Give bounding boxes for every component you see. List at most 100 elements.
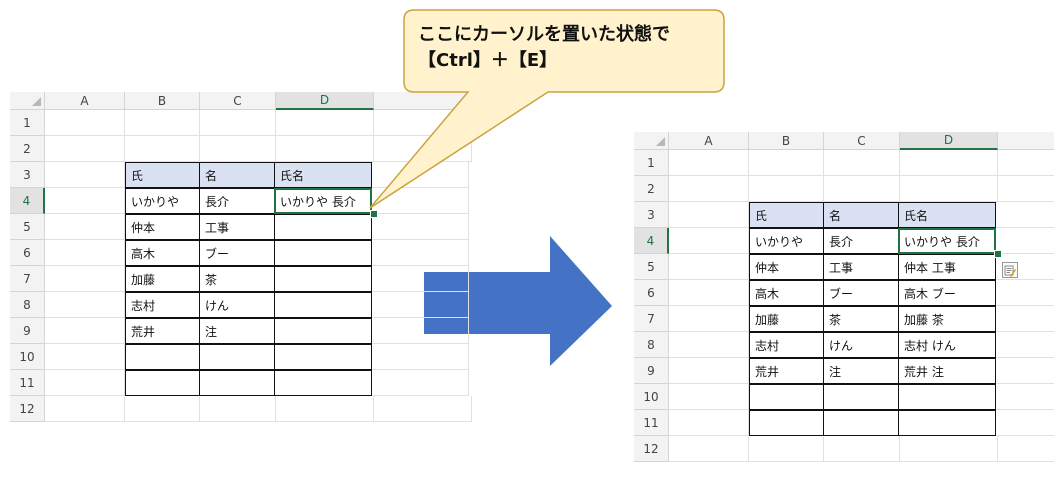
- row-header-2[interactable]: 2: [634, 176, 669, 202]
- cell-e4[interactable]: [995, 228, 1054, 254]
- cell-e3[interactable]: [371, 162, 469, 188]
- row-header-1[interactable]: 1: [634, 150, 669, 176]
- row-header-8[interactable]: 8: [10, 292, 45, 318]
- cell-b8[interactable]: 志村: [749, 332, 824, 358]
- cell-a4[interactable]: [669, 228, 749, 254]
- column-header-d[interactable]: D: [900, 132, 998, 150]
- row-header-1[interactable]: 1: [10, 110, 45, 136]
- cell-a5[interactable]: [45, 214, 125, 240]
- cell-e7[interactable]: [371, 266, 469, 292]
- cell-d9[interactable]: [274, 318, 372, 344]
- cell-a11[interactable]: [45, 370, 125, 396]
- cell-a7[interactable]: [45, 266, 125, 292]
- row-header-10[interactable]: 10: [10, 344, 45, 370]
- cell-b10[interactable]: [125, 344, 200, 370]
- cell-c11[interactable]: [823, 410, 899, 436]
- cell-c4[interactable]: 長介: [823, 228, 899, 254]
- row-header-3[interactable]: 3: [634, 202, 669, 228]
- cell-b6[interactable]: 高木: [749, 280, 824, 306]
- cell-a6[interactable]: [45, 240, 125, 266]
- column-header-c[interactable]: C: [200, 92, 276, 110]
- cell-c5[interactable]: 工事: [823, 254, 899, 280]
- cell-d8[interactable]: [274, 292, 372, 318]
- cell-b1[interactable]: [749, 150, 824, 176]
- active-cell-d4[interactable]: いかりや 長介: [898, 228, 996, 254]
- row-header-9[interactable]: 9: [10, 318, 45, 344]
- cell-e1[interactable]: [374, 110, 472, 136]
- cell-e8[interactable]: [371, 292, 469, 318]
- cell-c10[interactable]: [199, 344, 275, 370]
- cell-d1[interactable]: [276, 110, 374, 136]
- column-header-b[interactable]: B: [125, 92, 200, 110]
- cell-e5[interactable]: [995, 254, 1054, 280]
- cell-c1[interactable]: [824, 150, 900, 176]
- cell-d7[interactable]: 加藤 茶: [898, 306, 996, 332]
- fill-handle[interactable]: [994, 250, 1002, 258]
- cell-d12[interactable]: [276, 396, 374, 422]
- cell-e11[interactable]: [371, 370, 469, 396]
- cell-a5[interactable]: [669, 254, 749, 280]
- cell-a10[interactable]: [669, 384, 749, 410]
- cell-d2[interactable]: [276, 136, 374, 162]
- cell-b11[interactable]: [125, 370, 200, 396]
- cell-c12[interactable]: [200, 396, 276, 422]
- cell-b4[interactable]: いかりや: [749, 228, 824, 254]
- column-header-a[interactable]: A: [669, 132, 749, 150]
- cell-d10[interactable]: [898, 384, 996, 410]
- cell-a6[interactable]: [669, 280, 749, 306]
- row-header-8[interactable]: 8: [634, 332, 669, 358]
- cell-e6[interactable]: [371, 240, 469, 266]
- cell-a1[interactable]: [45, 110, 125, 136]
- row-header-5[interactable]: 5: [634, 254, 669, 280]
- cell-a9[interactable]: [45, 318, 125, 344]
- cell-e4[interactable]: [371, 188, 469, 214]
- cell-d8[interactable]: 志村 けん: [898, 332, 996, 358]
- cell-e6[interactable]: [995, 280, 1054, 306]
- row-header-7[interactable]: 7: [10, 266, 45, 292]
- cell-d2[interactable]: [900, 176, 998, 202]
- cell-b9[interactable]: 荒井: [125, 318, 200, 344]
- cell-b7[interactable]: 加藤: [125, 266, 200, 292]
- cell-a3[interactable]: [669, 202, 749, 228]
- cell-c11[interactable]: [199, 370, 275, 396]
- cell-b6[interactable]: 高木: [125, 240, 200, 266]
- active-cell-d4[interactable]: いかりや 長介: [274, 188, 372, 214]
- row-header-4[interactable]: 4: [634, 228, 669, 254]
- cell-d9[interactable]: 荒井 注: [898, 358, 996, 384]
- cell-c2[interactable]: [200, 136, 276, 162]
- cell-e8[interactable]: [995, 332, 1054, 358]
- cell-b10[interactable]: [749, 384, 824, 410]
- cell-b5[interactable]: 仲本: [125, 214, 200, 240]
- cell-c6[interactable]: ブー: [823, 280, 899, 306]
- cell-b12[interactable]: [125, 396, 200, 422]
- cell-b2[interactable]: [749, 176, 824, 202]
- row-header-10[interactable]: 10: [634, 384, 669, 410]
- cell-c9[interactable]: 注: [199, 318, 275, 344]
- cell-a12[interactable]: [669, 436, 749, 462]
- flash-fill-options-icon[interactable]: [1002, 262, 1018, 278]
- cell-a9[interactable]: [669, 358, 749, 384]
- cell-d6[interactable]: 高木 ブー: [898, 280, 996, 306]
- cell-d12[interactable]: [900, 436, 998, 462]
- cell-a2[interactable]: [669, 176, 749, 202]
- row-header-12[interactable]: 12: [10, 396, 45, 422]
- cell-c5[interactable]: 工事: [199, 214, 275, 240]
- cell-c3[interactable]: 名: [823, 202, 899, 228]
- cell-a10[interactable]: [45, 344, 125, 370]
- cell-e7[interactable]: [995, 306, 1054, 332]
- cell-d10[interactable]: [274, 344, 372, 370]
- column-header-b[interactable]: B: [749, 132, 824, 150]
- column-header-c[interactable]: C: [824, 132, 900, 150]
- cell-d3[interactable]: 氏名: [898, 202, 996, 228]
- cell-e2[interactable]: [374, 136, 472, 162]
- cell-d6[interactable]: [274, 240, 372, 266]
- cell-e9[interactable]: [995, 358, 1054, 384]
- select-all-corner[interactable]: [634, 132, 669, 150]
- row-header-6[interactable]: 6: [634, 280, 669, 306]
- cell-d11[interactable]: [274, 370, 372, 396]
- row-header-4[interactable]: 4: [10, 188, 45, 214]
- cell-a8[interactable]: [669, 332, 749, 358]
- cell-e5[interactable]: [371, 214, 469, 240]
- cell-c8[interactable]: けん: [199, 292, 275, 318]
- cell-d5[interactable]: 仲本 工事: [898, 254, 996, 280]
